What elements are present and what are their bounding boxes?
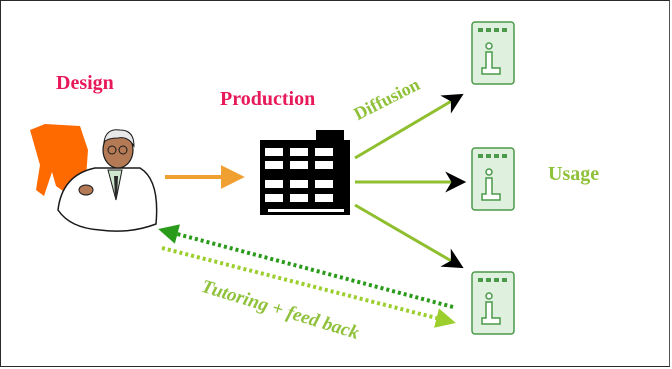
- designer-with-paper-icon: [30, 124, 158, 232]
- mobile-info-device-icon: [471, 147, 515, 211]
- feedback-arrow-to-design: [158, 224, 454, 309]
- diffusion-arrows: [354, 93, 467, 269]
- factory-building-icon: [260, 130, 350, 215]
- mobile-info-device-icon: [471, 271, 515, 335]
- tutoring-arrow-to-usage: [161, 246, 456, 328]
- design-label: Design: [56, 72, 114, 94]
- mobile-info-device-icon: [471, 21, 515, 85]
- arrow-to-top-device: [354, 93, 464, 160]
- arrow-to-bottom-device: [354, 203, 464, 269]
- production-label: Production: [220, 88, 316, 110]
- usage-label: Usage: [548, 163, 600, 185]
